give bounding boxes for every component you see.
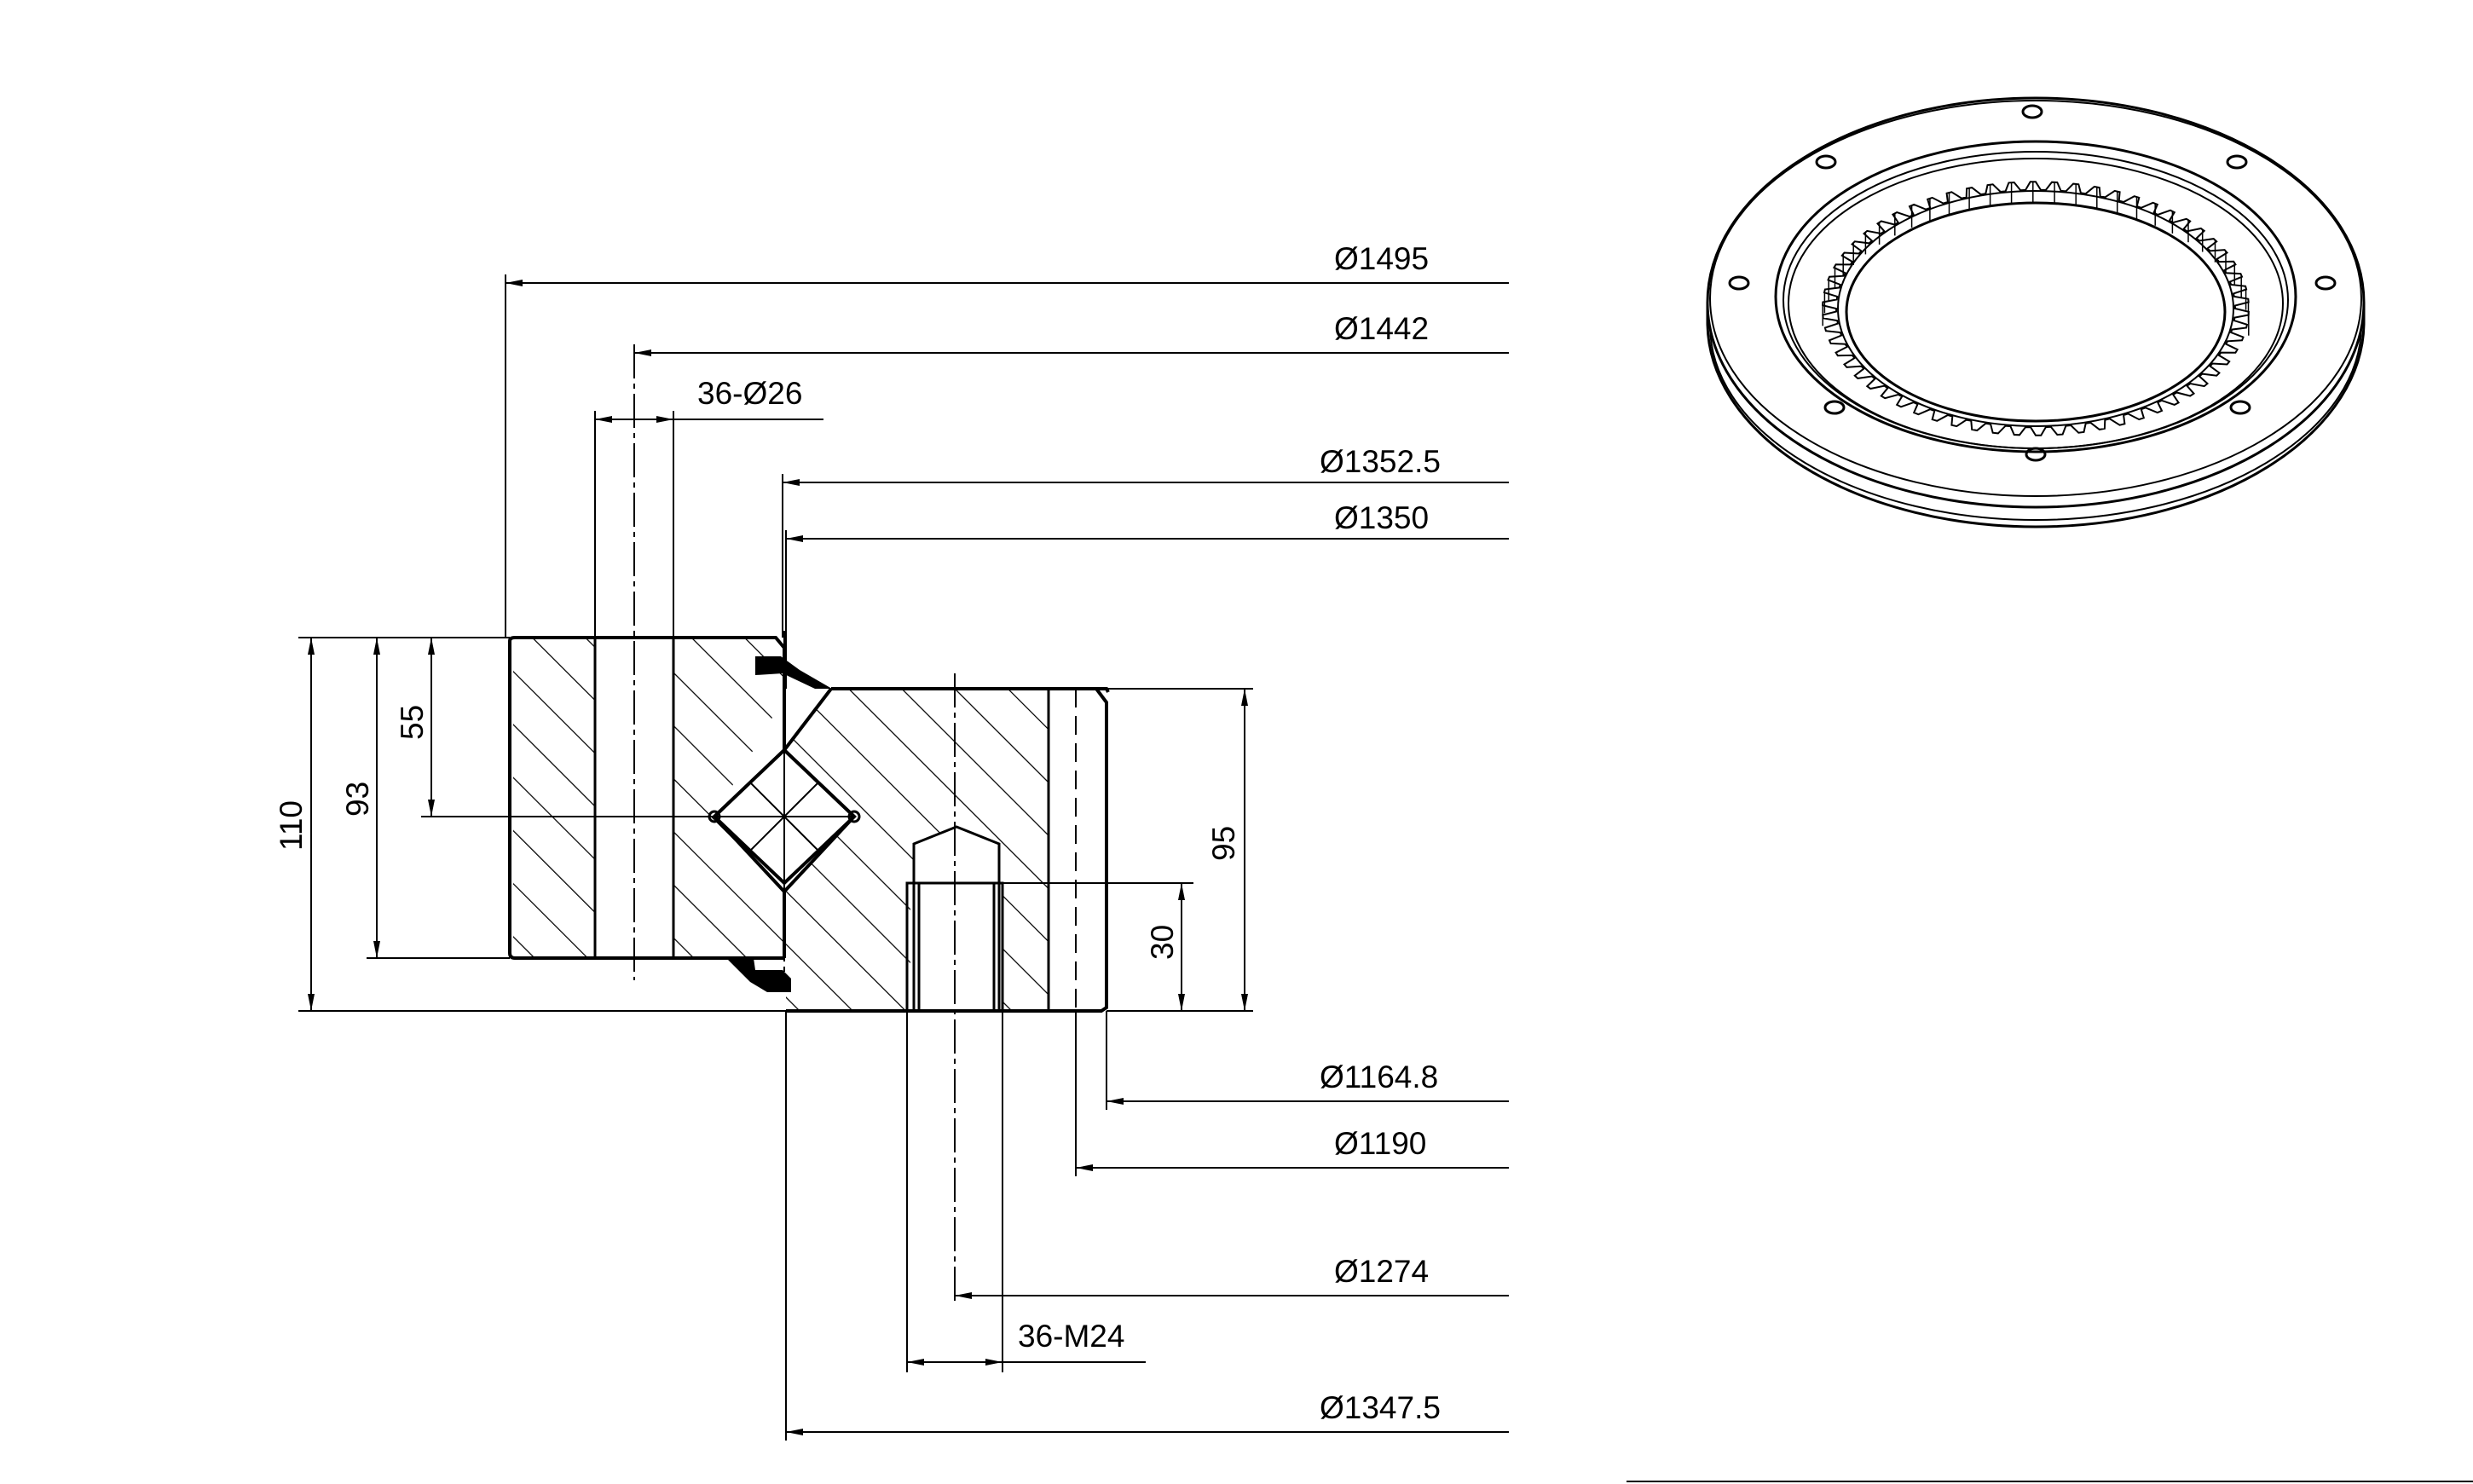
seals <box>726 656 832 992</box>
dimension-lines <box>298 274 1509 1441</box>
dim-d1442: Ø1442 <box>1334 311 1429 346</box>
dim-h110: 110 <box>274 800 309 851</box>
inner-ring <box>783 673 1110 1304</box>
dim-d1347-5: Ø1347.5 <box>1320 1390 1441 1425</box>
gear-tooth-outline <box>1822 181 2250 436</box>
dim-holes: 36-Ø26 <box>697 376 802 411</box>
bolt-holes <box>1728 104 2337 462</box>
dim-threads: 36-M24 <box>1018 1319 1124 1354</box>
bearing-3d-view <box>1706 96 2366 528</box>
gear-teeth <box>1822 181 2250 436</box>
dim-h95: 95 <box>1206 826 1241 861</box>
dim-h93: 93 <box>340 782 375 817</box>
dimension-labels: Ø1495 Ø1442 36-Ø26 Ø1352.5 Ø1350 Ø1164.8… <box>274 241 1441 1425</box>
dim-d1495: Ø1495 <box>1334 241 1429 276</box>
dim-h30: 30 <box>1145 925 1180 960</box>
cross-section <box>508 344 1110 1304</box>
dim-d1274: Ø1274 <box>1334 1254 1429 1289</box>
dim-h55: 55 <box>395 705 430 740</box>
dim-d1164-8: Ø1164.8 <box>1320 1060 1438 1094</box>
outer-ring <box>508 344 786 980</box>
dim-d1350: Ø1350 <box>1334 500 1429 535</box>
dim-d1352-5: Ø1352.5 <box>1320 444 1441 479</box>
dim-d1190: Ø1190 <box>1334 1126 1426 1161</box>
